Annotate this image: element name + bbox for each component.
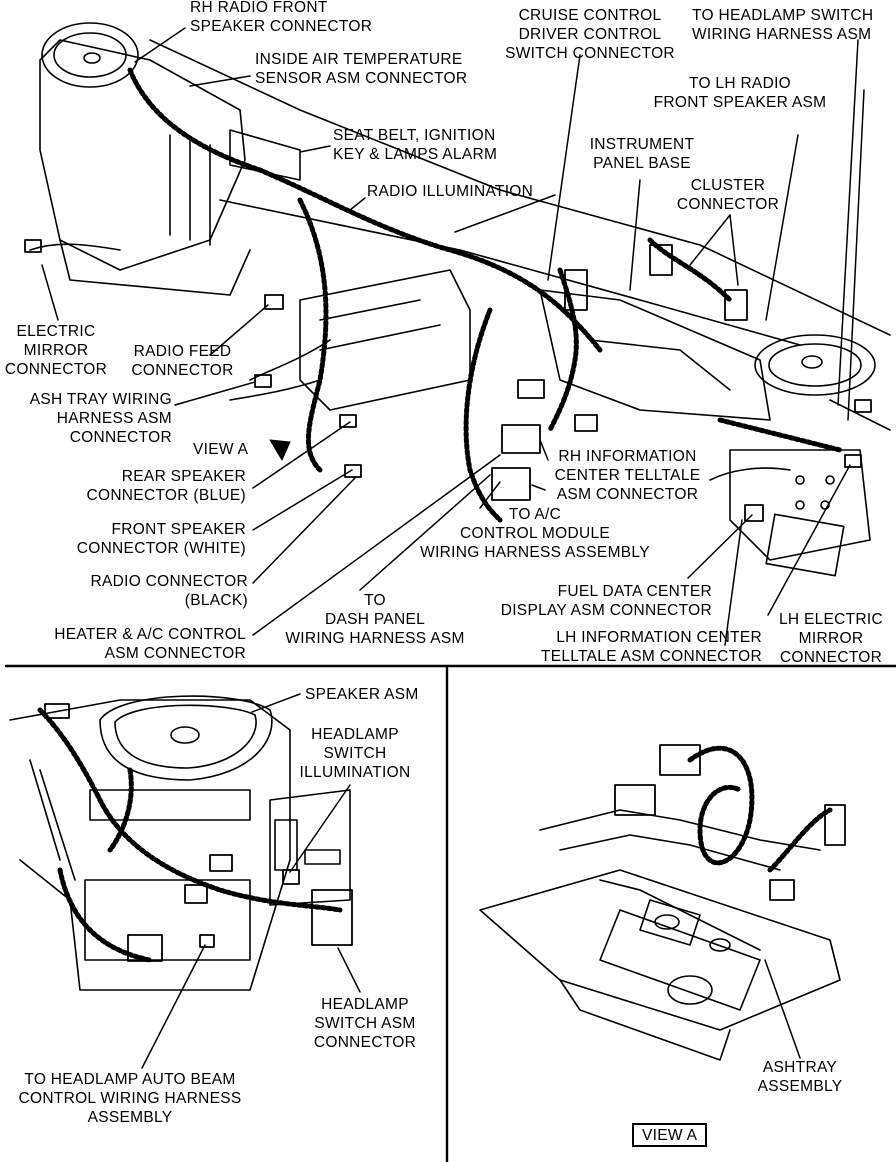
speaker-asm-shape [99, 695, 273, 781]
label-lh-electric-mirror-connector: LH ELECTRIC MIRROR CONNECTOR [778, 611, 884, 666]
ashtray-harness [687, 745, 833, 873]
label-rear-speaker-connector: REAR SPEAKER CONNECTOR (BLUE) [86, 468, 246, 504]
label-rh-info-center-connector: RH INFORMATION CENTER TELLTALE ASM CONNE… [554, 448, 701, 503]
label-instrument-panel-base: INSTRUMENT PANEL BASE [589, 136, 695, 172]
label-to-headlamp-switch-harness: TO HEADLAMP SWITCH WIRING HARNESS ASM [692, 7, 874, 43]
ashtray-drawing [479, 809, 841, 1061]
label-radio-feed-connector: RADIO FEED CONNECTOR [131, 343, 234, 379]
label-headlamp-switch-asm-connector: HEADLAMP SWITCH ASM CONNECTOR [313, 996, 417, 1051]
label-to-lh-radio-speaker: TO LH RADIO FRONT SPEAKER ASM [653, 75, 827, 111]
top-connectors [24, 239, 872, 522]
ashtray-leader [764, 959, 801, 1059]
instrument-panel-drawing [39, 22, 891, 577]
label-to-headlamp-auto-beam: TO HEADLAMP AUTO BEAM CONTROL WIRING HAR… [18, 1071, 242, 1126]
label-rh-radio-front-speaker-connector: RH RADIO FRONT SPEAKER CONNECTOR [190, 0, 373, 35]
panel-dividers [4, 664, 896, 1162]
label-headlamp-switch-illumination: HEADLAMP SWITCH ILLUMINATION [299, 726, 411, 781]
label-to-ac-control-module: TO A/C CONTROL MODULE WIRING HARNESS ASS… [420, 506, 650, 561]
label-cruise-control-connector: CRUISE CONTROL DRIVER CONTROL SWITCH CON… [505, 7, 675, 62]
label-ash-tray-harness-connector: ASH TRAY WIRING HARNESS ASM CONNECTOR [29, 391, 172, 446]
label-ashtray-assembly: ASHTRAY ASSEMBLY [757, 1059, 843, 1095]
label-inside-air-temp-sensor: INSIDE AIR TEMPERATURE SENSOR ASM CONNEC… [255, 51, 468, 87]
bottom-left-harness [37, 707, 343, 963]
label-radio-illumination: RADIO ILLUMINATION [367, 183, 534, 200]
view-a-box-label: VIEW A [632, 1123, 708, 1147]
label-radio-connector: RADIO CONNECTOR (BLACK) [90, 573, 248, 609]
label-cluster-connector: CLUSTER CONNECTOR [676, 177, 780, 213]
top-wires-thin [29, 243, 891, 481]
label-seat-belt-alarm: SEAT BELT, IGNITION KEY & LAMPS ALARM [333, 127, 498, 163]
label-fuel-data-center-connector: FUEL DATA CENTER DISPLAY ASM CONNECTOR [500, 583, 712, 619]
label-electric-mirror-connector: ELECTRIC MIRROR CONNECTOR [4, 323, 108, 378]
view-a-arrow [269, 439, 291, 461]
bottom-left-leader-lines [141, 693, 361, 1069]
label-front-speaker-connector: FRONT SPEAKER CONNECTOR (WHITE) [76, 521, 246, 557]
top-wiring-harness [127, 67, 843, 523]
label-to-dash-panel-harness: TO DASH PANEL WIRING HARNESS ASM [285, 592, 465, 647]
ashtray-connectors [614, 744, 846, 901]
label-speaker-asm: SPEAKER ASM [305, 686, 419, 703]
top-leader-lines [41, 27, 865, 646]
rh-speaker [41, 22, 139, 88]
bottom-left-connectors [44, 703, 353, 962]
label-view-a: VIEW A [193, 441, 249, 458]
label-heater-ac-control-connector: HEATER & A/C CONTROL ASM CONNECTOR [54, 626, 246, 662]
label-lh-info-center-connector: LH INFORMATION CENTER TELLTALE ASM CONNE… [540, 629, 762, 665]
lh-speaker [754, 334, 876, 396]
headlamp-switch-drawing [9, 695, 351, 991]
